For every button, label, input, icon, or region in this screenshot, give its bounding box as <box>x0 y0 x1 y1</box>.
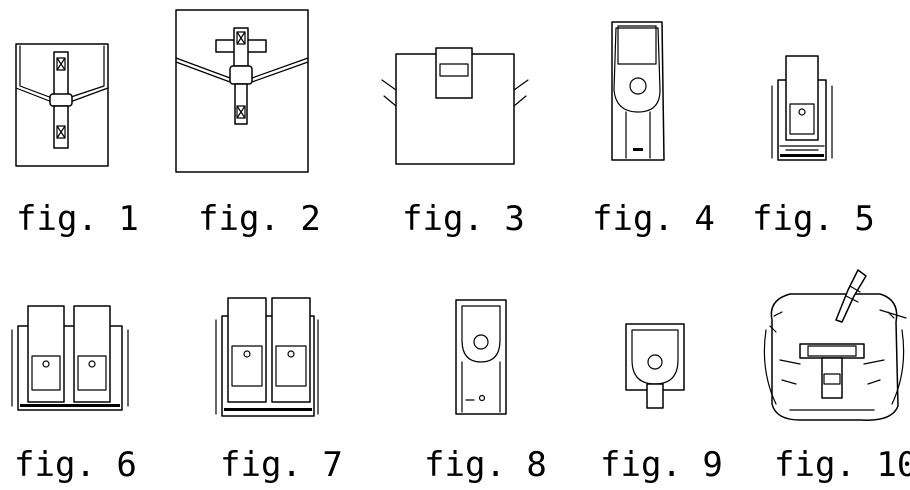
figure-1-caption: fig. 1 <box>16 199 139 239</box>
figure-2-caption: fig. 2 <box>198 199 321 239</box>
figure-3-caption: fig. 3 <box>402 199 525 239</box>
figure-10-caption: fig. 10 <box>774 445 910 485</box>
figure-4-caption: fig. 4 <box>592 199 715 239</box>
figure-6-drawing <box>11 305 129 411</box>
figure-3-drawing <box>381 47 529 165</box>
figure-5-caption: fig. 5 <box>752 199 875 239</box>
figure-7-caption: fig. 7 <box>220 445 343 485</box>
figure-4-drawing <box>611 21 665 161</box>
figure-5-drawing <box>771 55 833 161</box>
figure-8-drawing <box>455 299 507 415</box>
figure-7-drawing <box>215 297 319 417</box>
figure-9-drawing <box>625 323 685 409</box>
figure-9-caption: fig. 9 <box>600 445 723 485</box>
figure-2-drawing <box>175 9 309 173</box>
figure-10-drawing <box>763 269 907 421</box>
figure-8-caption: fig. 8 <box>424 445 547 485</box>
figure-6-caption: fig. 6 <box>14 445 137 485</box>
figure-1-drawing <box>15 43 109 167</box>
